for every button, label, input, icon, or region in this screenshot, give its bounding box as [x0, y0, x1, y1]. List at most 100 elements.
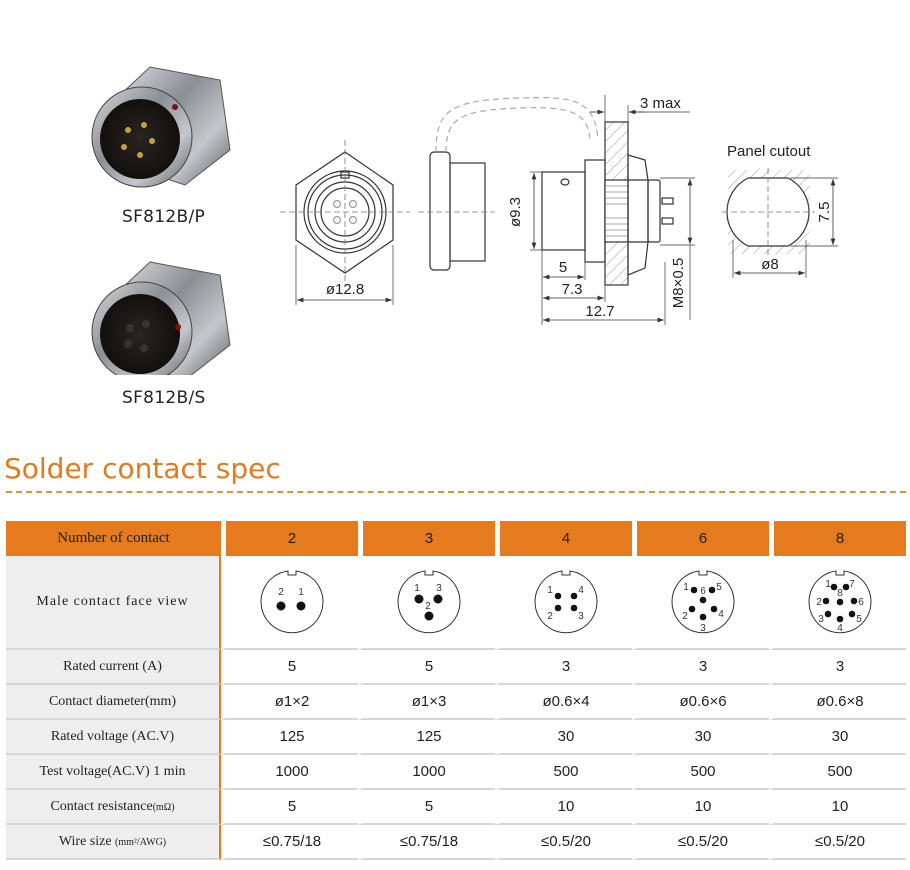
table-cell: ≤0.5/20: [769, 825, 906, 860]
pin-label: 3: [578, 611, 584, 622]
pin-label: 3: [436, 583, 442, 594]
pin-dot: [296, 601, 306, 611]
dim-cutout-flat: 7.5: [816, 202, 833, 223]
pin-dot: [570, 592, 578, 600]
pin-dot: [690, 586, 698, 594]
header-contact-count: 2: [221, 521, 358, 556]
pin-label: 1: [298, 587, 304, 598]
pin-dot: [824, 610, 832, 618]
connector-photo-male: [91, 66, 231, 188]
pin-dot: [414, 594, 424, 604]
pin-dot: [433, 594, 443, 604]
panel-cutout: [722, 168, 838, 278]
pin-dot: [554, 592, 562, 600]
table-cell: ≤0.75/18: [221, 825, 358, 860]
table-cell: 3: [495, 650, 632, 685]
row-label-text: Rated current (A): [63, 658, 162, 674]
row-label-unit: (mm²/AWG): [115, 836, 167, 848]
pin-dot: [708, 586, 716, 594]
table-cell: 1000: [358, 755, 495, 790]
table-cell: 30: [769, 720, 906, 755]
dim-thread: M8×0.5: [670, 258, 687, 308]
table-cell: 1000: [221, 755, 358, 790]
pin-label: 7: [849, 579, 855, 590]
pin-label: 4: [837, 623, 843, 634]
row-label: Male contact face view: [6, 556, 221, 650]
table-cell: ≤0.5/20: [495, 825, 632, 860]
pin-dot: [842, 583, 850, 591]
pin-label: 4: [718, 609, 724, 620]
table-cell: 5: [221, 790, 358, 825]
pin-label: 1: [414, 583, 420, 594]
table-cell: 30: [495, 720, 632, 755]
table-cell: ø1×2: [221, 685, 358, 720]
pin-label: 2: [278, 587, 284, 598]
table-cell: 10: [495, 790, 632, 825]
table-cell: 3: [632, 650, 769, 685]
row-label-text: Test voltage(AC.V) 1 min: [39, 763, 186, 779]
pin-dot: [836, 615, 844, 623]
table-cell: ø1×3: [358, 685, 495, 720]
pin-label: 6: [858, 597, 864, 608]
table-row: Wire size (mm²/AWG)≤0.75/18≤0.75/18≤0.5/…: [6, 825, 906, 860]
row-label-text: Rated voltage (AC.V): [50, 728, 175, 744]
pin-dot: [688, 605, 696, 613]
section-title: Solder contact spec: [4, 452, 281, 485]
header-contact-count: 4: [495, 521, 632, 556]
table-cell: ø0.6×6: [632, 685, 769, 720]
table-cell: 5: [358, 790, 495, 825]
pin-label: 1: [683, 582, 689, 593]
table-cell: 10: [632, 790, 769, 825]
pin-dot: [822, 597, 830, 605]
dim-cutout-diameter: ø8: [761, 256, 779, 273]
dust-cap: [418, 97, 599, 271]
dim-panel-max: 3 max: [640, 95, 681, 112]
table-cell: ø0.6×4: [495, 685, 632, 720]
pin-label: 5: [716, 582, 722, 593]
table-cell: 500: [632, 755, 769, 790]
pin-dot: [554, 604, 562, 612]
pin-label: 6: [700, 586, 706, 597]
pin-dot: [850, 597, 858, 605]
pin-label: 4: [578, 585, 584, 596]
table-cell: ø0.6×8: [769, 685, 906, 720]
table-cell: 10: [769, 790, 906, 825]
header-contact-count: 6: [632, 521, 769, 556]
row-label-text: Contact diameter(mm): [48, 693, 177, 709]
product-model-male: SF812B/P: [122, 207, 206, 227]
pin-dot: [424, 611, 434, 621]
table-cell: 5: [221, 650, 358, 685]
header-contact-count: 3: [358, 521, 495, 556]
technical-drawing: ø12.8 3 max ø9.3 5 7.3 12.7 M8×0.5 Panel…: [280, 95, 838, 325]
row-label-unit: (mΩ): [152, 801, 175, 813]
pin-dot: [699, 613, 707, 621]
pin-dot: [699, 596, 707, 604]
product-model-female: SF812B/S: [122, 388, 206, 408]
row-label: Contact resistance(mΩ): [6, 790, 221, 825]
section-divider: [6, 491, 906, 493]
front-view: [280, 140, 410, 305]
pin-dot: [710, 605, 718, 613]
pin-dot: [836, 598, 844, 606]
pin-label: 2: [425, 601, 431, 612]
header-contact-count: 8: [769, 521, 906, 556]
dim-7-3: 7.3: [562, 281, 583, 298]
pin-label: 3: [818, 614, 824, 625]
pin-label: 1: [547, 585, 553, 596]
row-label: Test voltage(AC.V) 1 min: [6, 755, 221, 790]
pin-dot: [276, 601, 286, 611]
header-label: Number of contact: [6, 521, 221, 556]
